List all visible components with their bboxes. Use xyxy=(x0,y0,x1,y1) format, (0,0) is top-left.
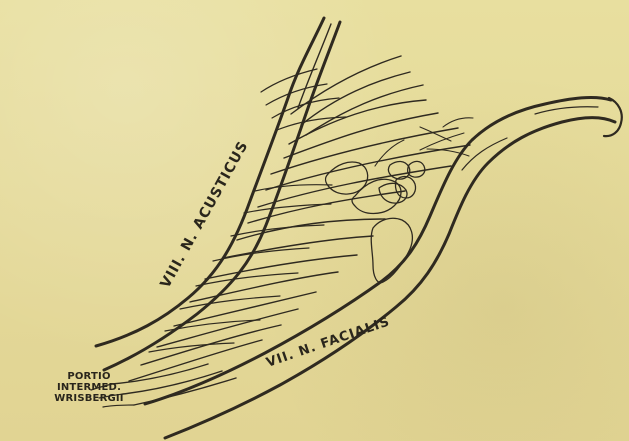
portio-intermedius-label: PORTIO INTERMED. WRISBERGII xyxy=(38,371,140,404)
portio-line-2: INTERMED. xyxy=(38,382,140,393)
acusticus-label: VIII. N. ACUSTICUS xyxy=(158,138,252,291)
portio-line-1: PORTIO xyxy=(38,371,140,382)
portio-line-3: WRISBERGII xyxy=(38,393,140,404)
